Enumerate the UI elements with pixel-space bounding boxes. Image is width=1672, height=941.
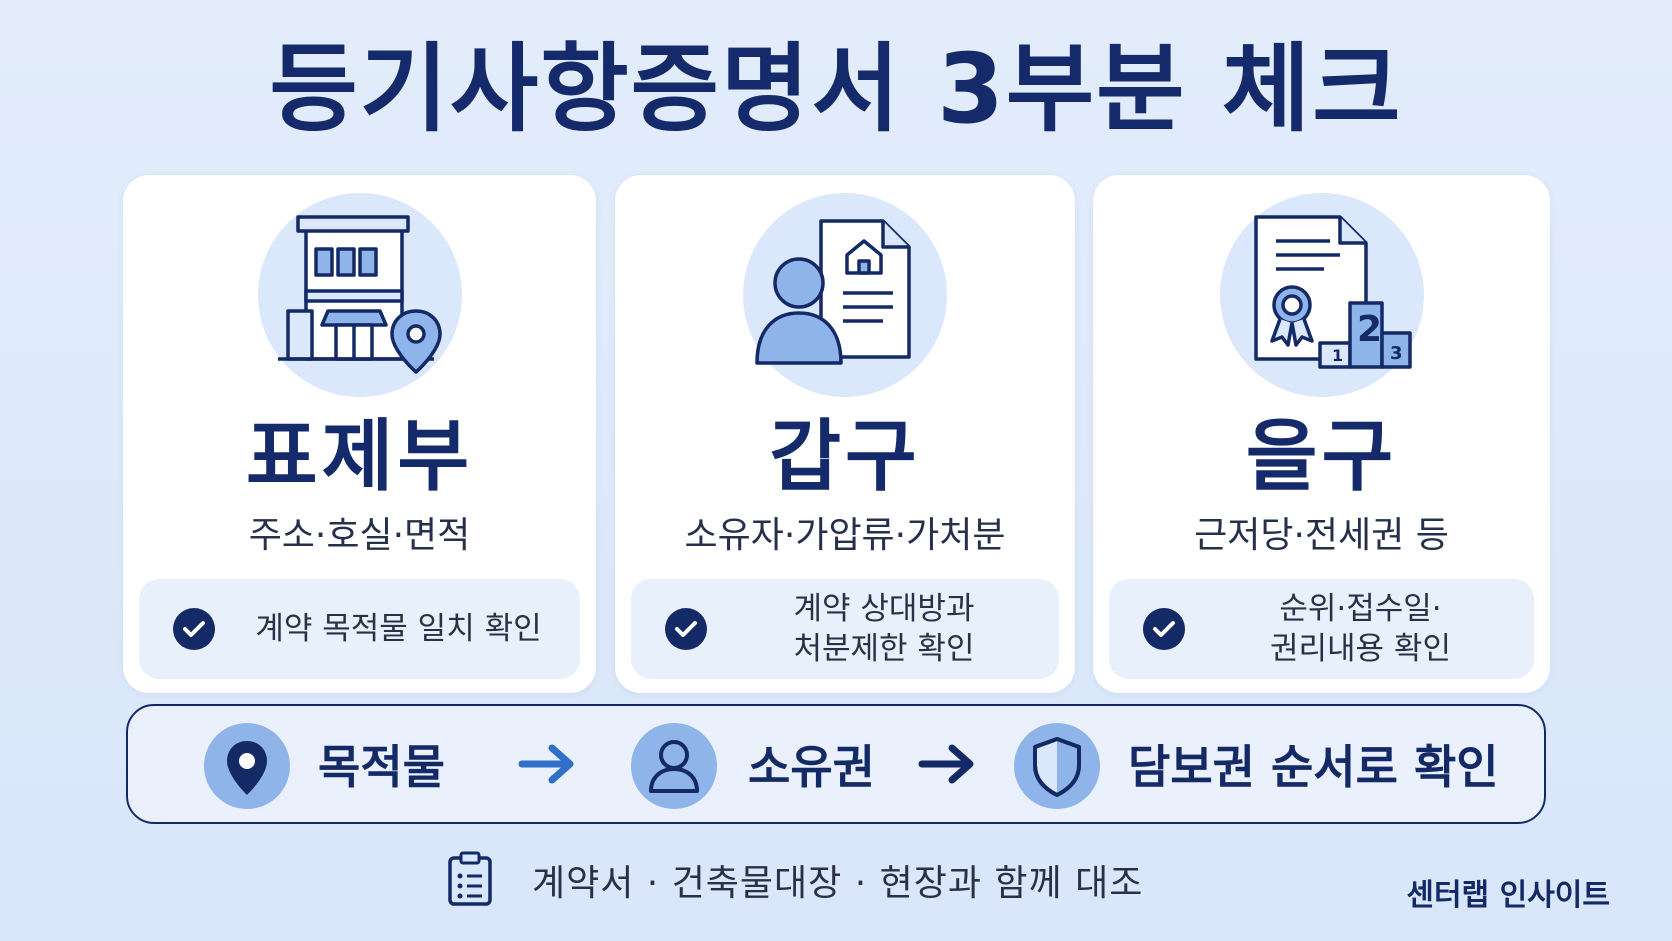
building-location-icon <box>257 193 462 397</box>
check-circle-icon <box>1143 608 1185 650</box>
location-pin-icon <box>204 723 290 809</box>
card-title: 갑구 <box>769 412 921 502</box>
card-pyojebu: 표제부 주소·호실·면적 계약 목적물 일치 확인 <box>123 175 596 693</box>
card-subtitle: 주소·호실·면적 <box>248 515 471 556</box>
check-text: 순위·접수일· 권리내용 확인 <box>1270 591 1451 667</box>
certificate-ranking-icon: 1 2 3 <box>1219 193 1424 397</box>
check-circle-icon <box>173 608 215 650</box>
flow-step-label: 소유권 <box>748 740 875 794</box>
shield-icon <box>1014 723 1100 809</box>
person-icon <box>631 723 717 809</box>
svg-text:1: 1 <box>1332 346 1343 365</box>
arrow-right-icon <box>518 744 574 784</box>
flow-step-label: 담보권 순서로 확인 <box>1128 740 1499 794</box>
footer-note: 계약서 · 건축물대장 · 현장과 함께 대조 <box>532 863 1144 904</box>
check-circle-icon <box>665 608 707 650</box>
check-order-flow: 목적물 소유권 담보권 순서로 확인 <box>126 704 1546 824</box>
svg-text:2: 2 <box>1357 309 1382 350</box>
card-subtitle: 소유자·가압류·가처분 <box>684 515 1006 556</box>
svg-text:3: 3 <box>1390 343 1403 364</box>
check-text: 계약 목적물 일치 확인 <box>255 611 542 647</box>
flow-step-label: 목적물 <box>318 740 445 794</box>
clipboard-icon <box>448 851 492 906</box>
check-text: 계약 상대방과 처분제한 확인 <box>793 591 975 667</box>
owner-document-icon <box>743 193 947 397</box>
arrow-right-icon <box>918 744 974 784</box>
brand-name: 센터랩 인사이트 <box>1406 878 1610 913</box>
card-eulgu: 1 2 3 을구 근저당·전세권 등 순위·접수일· 권리내용 확인 <box>1093 175 1550 693</box>
check-box: 순위·접수일· 권리내용 확인 <box>1109 579 1534 679</box>
card-title: 을구 <box>1245 412 1398 502</box>
card-title: 표제부 <box>245 412 474 502</box>
check-box: 계약 상대방과 처분제한 확인 <box>631 579 1059 679</box>
card-subtitle: 근저당·전세권 등 <box>1194 515 1449 556</box>
card-gapgu: 갑구 소유자·가압류·가처분 계약 상대방과 처분제한 확인 <box>615 175 1075 693</box>
page-title: 등기사항증명서 3부분 체크 <box>269 33 1403 145</box>
check-box: 계약 목적물 일치 확인 <box>139 579 580 679</box>
